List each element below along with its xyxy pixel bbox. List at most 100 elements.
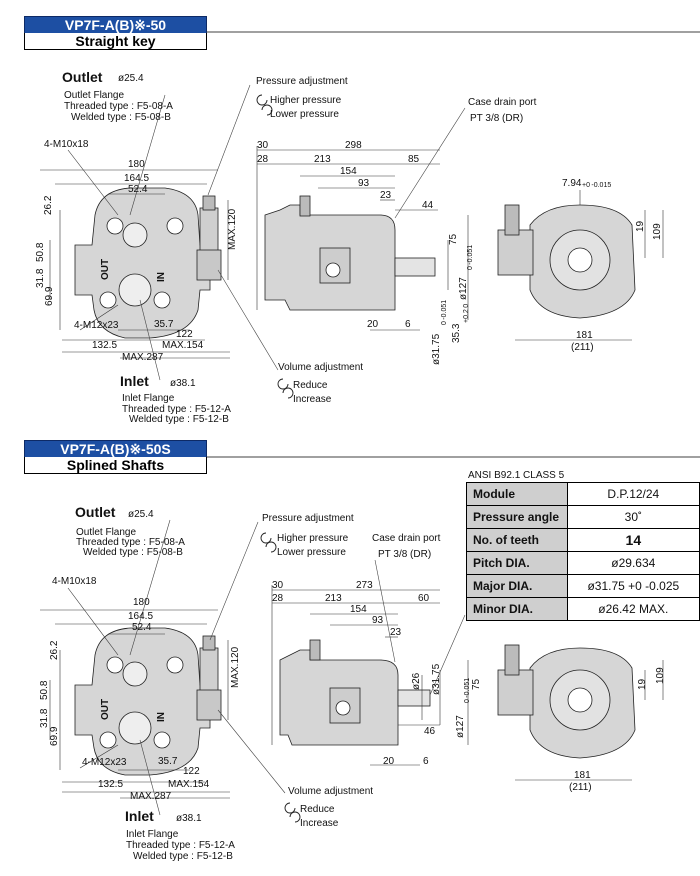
s1-d794: 7.94 — [562, 178, 582, 189]
s2-d23: 23 — [390, 627, 402, 638]
spec-value: ø29.634 — [566, 551, 700, 575]
s2-d1325: 132.5 — [98, 779, 124, 790]
s1-case-drain: Case drain port — [468, 97, 537, 108]
s2-d60: 60 — [418, 593, 430, 604]
s2-outlet-flange: Outlet Flange — [76, 527, 137, 538]
s1-d122: 122 — [176, 329, 193, 340]
s2-end-view — [497, 644, 636, 759]
s2-increase: Increase — [300, 818, 339, 829]
spec-value: 30˚ — [566, 505, 700, 529]
spec-key: No. of teeth — [466, 528, 568, 552]
s1-dmax287: MAX.287 — [122, 352, 164, 363]
s2-d273: 273 — [356, 580, 373, 591]
s1-d20: 20 — [367, 319, 379, 330]
s1-outlet-dia: ø25.4 — [118, 73, 144, 84]
s1-d19: 19 — [635, 220, 646, 232]
s1-d353tol: +0.2 0 — [463, 303, 470, 323]
s1-d180: 180 — [128, 159, 145, 170]
s1-front-view — [74, 187, 222, 339]
s1-outlet-welded: Welded type : F5-08-B — [71, 112, 171, 123]
s2-front-view — [74, 627, 222, 776]
s1-d1325: 132.5 — [92, 340, 118, 351]
s1-out-label: OUT — [100, 258, 111, 280]
s2-d127: ø127 — [455, 715, 466, 738]
s2-pressure-adjust: Pressure adjustment — [262, 513, 354, 524]
s1-d93: 93 — [358, 178, 370, 189]
s1-d357: 35.7 — [154, 319, 174, 330]
s1-end-view — [497, 204, 636, 319]
spec-key: Pressure angle — [466, 505, 568, 529]
spec-key: Minor DIA. — [466, 597, 568, 621]
s2-d213: 213 — [325, 593, 342, 604]
s1-d127tol: 0 -0.051 — [467, 244, 474, 270]
s2-d30: 30 — [272, 580, 284, 591]
spec-value: 14 — [566, 528, 700, 552]
s2-d127tol: 0 -0.051 — [464, 677, 471, 703]
s1-d699: 69.9 — [44, 286, 55, 306]
s1-d75: 75 — [448, 233, 459, 245]
s2-reduce: Reduce — [300, 804, 335, 815]
s2-case-drain-val: PT 3/8 (DR) — [378, 549, 432, 560]
s1-outlet-threaded: Threaded type : F5-08-A — [64, 101, 173, 112]
s2-d318: 31.8 — [39, 708, 50, 728]
s2-bolt-top: 4-M10x18 — [52, 576, 97, 587]
s1-d524: 52.4 — [128, 184, 148, 195]
s2-outlet-dia: ø25.4 — [128, 509, 154, 520]
s1-d154: 154 — [340, 166, 357, 177]
s1-d211: (211) — [571, 342, 594, 353]
s1-inlet-welded: Welded type : F5-12-B — [129, 414, 229, 425]
s2-d508: 50.8 — [39, 680, 50, 700]
s2-d20: 20 — [383, 756, 395, 767]
s2-dmax154: MAX.154 — [168, 779, 210, 790]
s1-reduce: Reduce — [293, 380, 328, 391]
s2-higher: Higher pressure — [277, 533, 349, 544]
s1-d353: 35.3 — [451, 323, 462, 343]
s1-d1645: 164.5 — [124, 173, 150, 184]
s2-in-label: IN — [156, 712, 167, 722]
s2-side-view — [279, 639, 431, 746]
s1-model-header: VP7F-A(B)※-50 — [24, 16, 207, 34]
s2-out-label: OUT — [100, 698, 111, 720]
s2-d3175: ø31.75 — [431, 663, 442, 695]
table-row: Pitch DIA.ø29.634 — [466, 551, 700, 575]
s2-d46: 46 — [424, 726, 436, 737]
s2-d357: 35.7 — [158, 756, 178, 767]
s2-d122: 122 — [183, 766, 200, 777]
s1-d3175tol: 0 -0.051 — [441, 299, 448, 325]
s2-dmax287: MAX.287 — [130, 791, 172, 802]
s2-d154: 154 — [350, 604, 367, 615]
s2-subtitle: Splined Shafts — [24, 457, 207, 474]
s1-d6: 6 — [405, 319, 411, 330]
s1-pressure-adjust: Pressure adjustment — [256, 76, 348, 87]
s1-d23: 23 — [380, 190, 392, 201]
s1-d794tol: +0 -0.015 — [582, 182, 612, 189]
s1-bolt-bottom: 4-M12x23 — [74, 320, 119, 331]
s2-d181: 181 — [574, 770, 591, 781]
s1-d298: 298 — [345, 140, 362, 151]
s2-inlet-welded: Welded type : F5-12-B — [133, 851, 233, 862]
s1-subtitle: Straight key — [24, 33, 207, 50]
s2-model-header: VP7F-A(B)※-50S — [24, 440, 207, 458]
s2-bolt-bottom: 4-M12x23 — [82, 757, 127, 768]
s1-d30: 30 — [257, 140, 269, 151]
s1-lower: Lower pressure — [270, 109, 339, 120]
s2-case-drain: Case drain port — [372, 533, 441, 544]
s1-inlet-threaded: Threaded type : F5-12-A — [122, 404, 231, 415]
s2-d28: 28 — [272, 593, 284, 604]
s2-inlet-threaded: Threaded type : F5-12-A — [126, 840, 235, 851]
s2-dmax120: MAX.120 — [230, 646, 241, 688]
s2-outlet-welded: Welded type : F5-08-B — [83, 547, 183, 558]
s1-d3175: ø31.75 — [431, 333, 442, 365]
ansi-label: ANSI B92.1 CLASS 5 — [468, 470, 565, 481]
s2-inlet-dia: ø38.1 — [176, 813, 202, 824]
s2-d75: 75 — [471, 678, 482, 690]
s1-d508: 50.8 — [35, 242, 46, 262]
s1-d213: 213 — [314, 154, 331, 165]
s2-d262: 26.2 — [49, 640, 60, 660]
s2-lower: Lower pressure — [277, 547, 346, 558]
s1-d85: 85 — [408, 154, 420, 165]
